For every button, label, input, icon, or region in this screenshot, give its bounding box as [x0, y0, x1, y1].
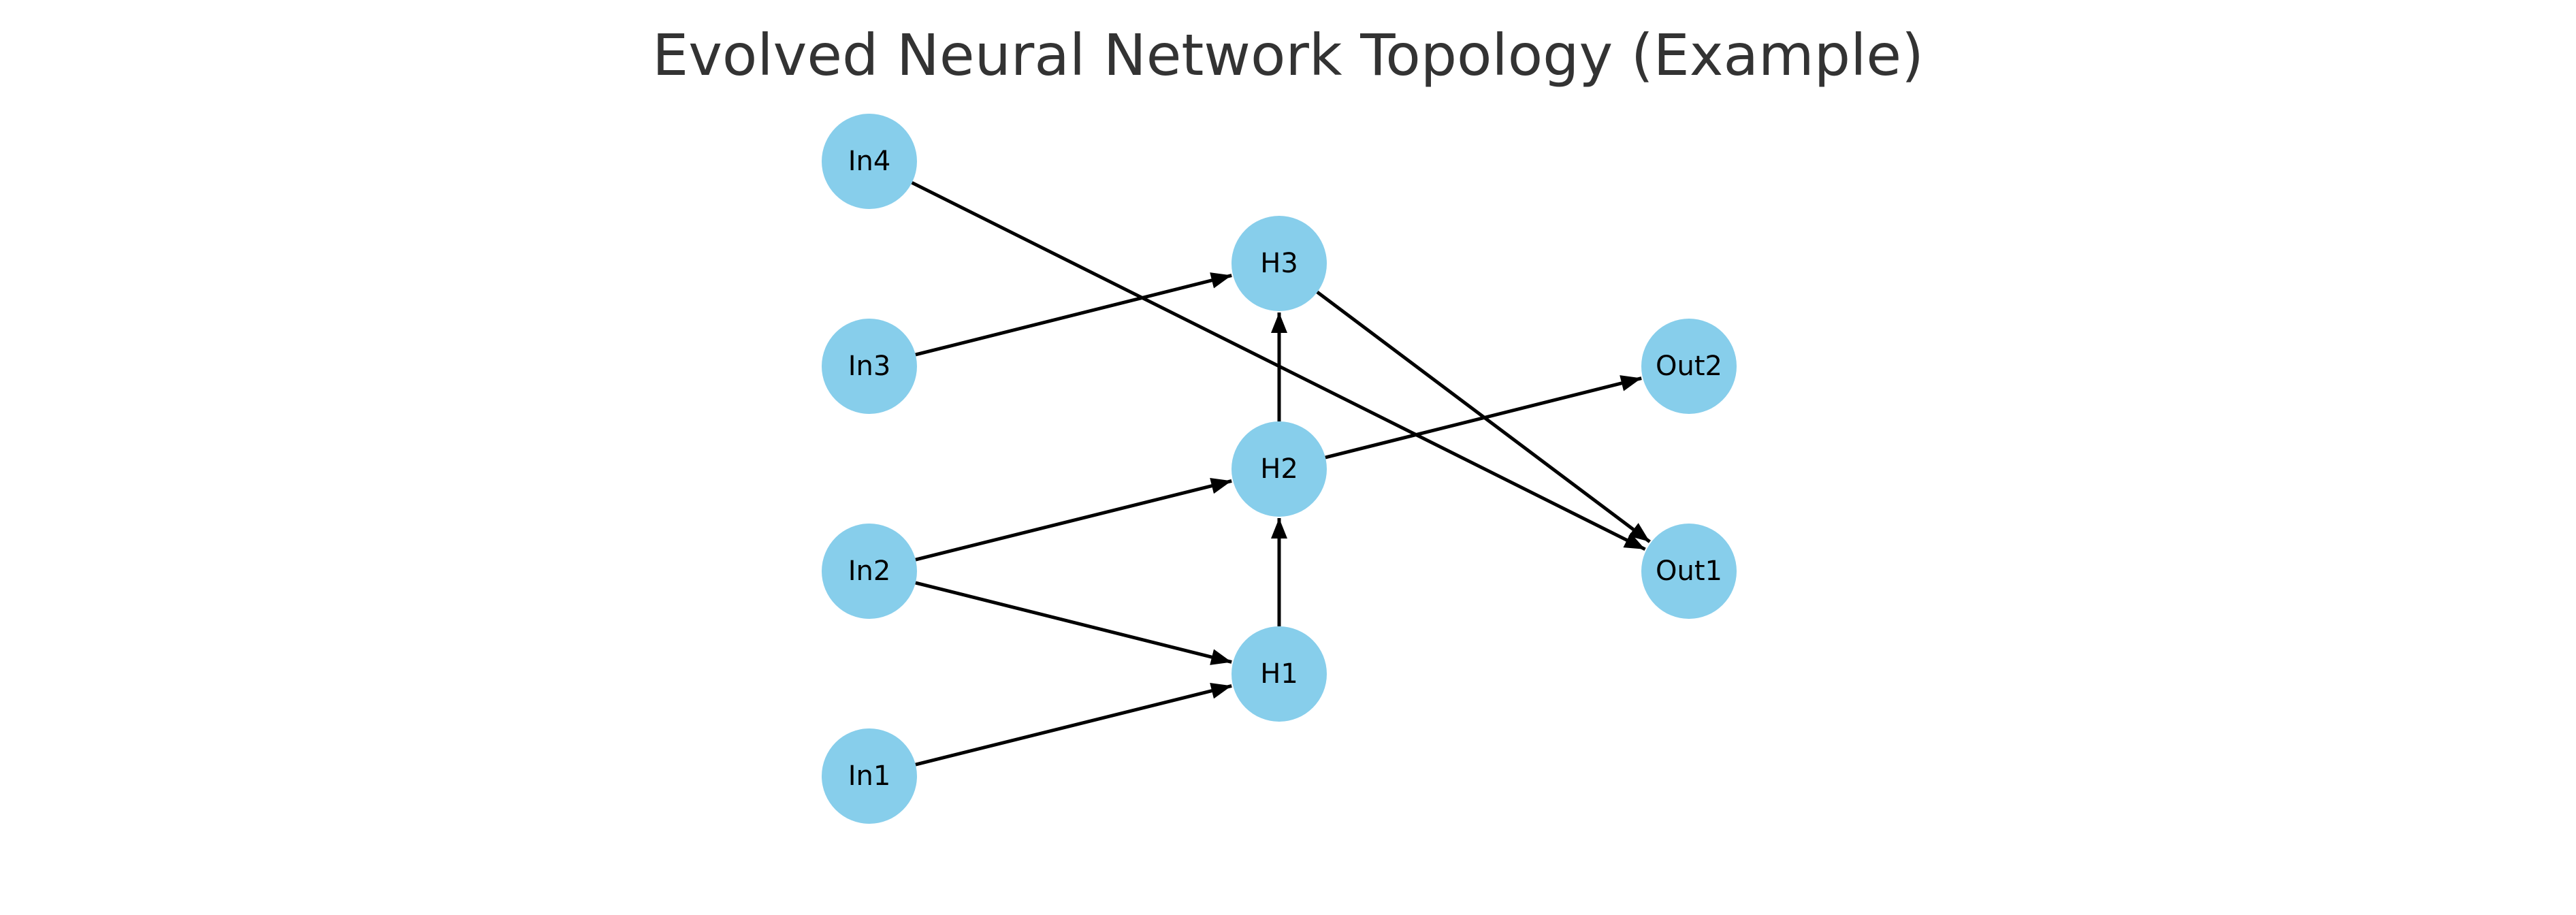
- edge-in1-to-h1: [915, 683, 1232, 767]
- node-circle: [1231, 626, 1327, 722]
- node-circle: [1231, 216, 1327, 311]
- node-h1: H1: [1231, 626, 1327, 722]
- edge-in2-to-h2: [915, 478, 1232, 562]
- node-circle: [1641, 319, 1737, 414]
- diagram-title: Evolved Neural Network Topology (Example…: [652, 22, 1924, 89]
- node-circle: [822, 728, 917, 824]
- node-in4: In4: [822, 114, 917, 209]
- node-label: H1: [1260, 658, 1298, 690]
- node-circle: [822, 319, 917, 414]
- node-h2: H2: [1231, 421, 1327, 517]
- edge-in3-to-h3: [915, 272, 1232, 357]
- node-in1: In1: [822, 728, 917, 824]
- node-label: Out1: [1656, 556, 1722, 587]
- node-label: H2: [1260, 453, 1298, 485]
- node-label: In1: [848, 760, 891, 792]
- edge-h3-to-out1: [1316, 291, 1651, 543]
- node-label: Out2: [1656, 351, 1722, 382]
- node-h3: H3: [1231, 216, 1327, 311]
- edge-in2-to-h1: [915, 581, 1232, 665]
- edges-layer: [911, 181, 1651, 767]
- node-circle: [822, 524, 917, 619]
- node-out1: Out1: [1641, 524, 1737, 619]
- node-circle: [1231, 421, 1327, 517]
- node-out2: Out2: [1641, 319, 1737, 414]
- node-label: In4: [848, 146, 891, 177]
- node-circle: [1641, 524, 1737, 619]
- node-circle: [822, 114, 917, 209]
- node-label: In2: [848, 556, 891, 587]
- node-in2: In2: [822, 524, 917, 619]
- node-label: H3: [1260, 248, 1298, 279]
- node-label: In3: [848, 351, 891, 382]
- node-in3: In3: [822, 319, 917, 414]
